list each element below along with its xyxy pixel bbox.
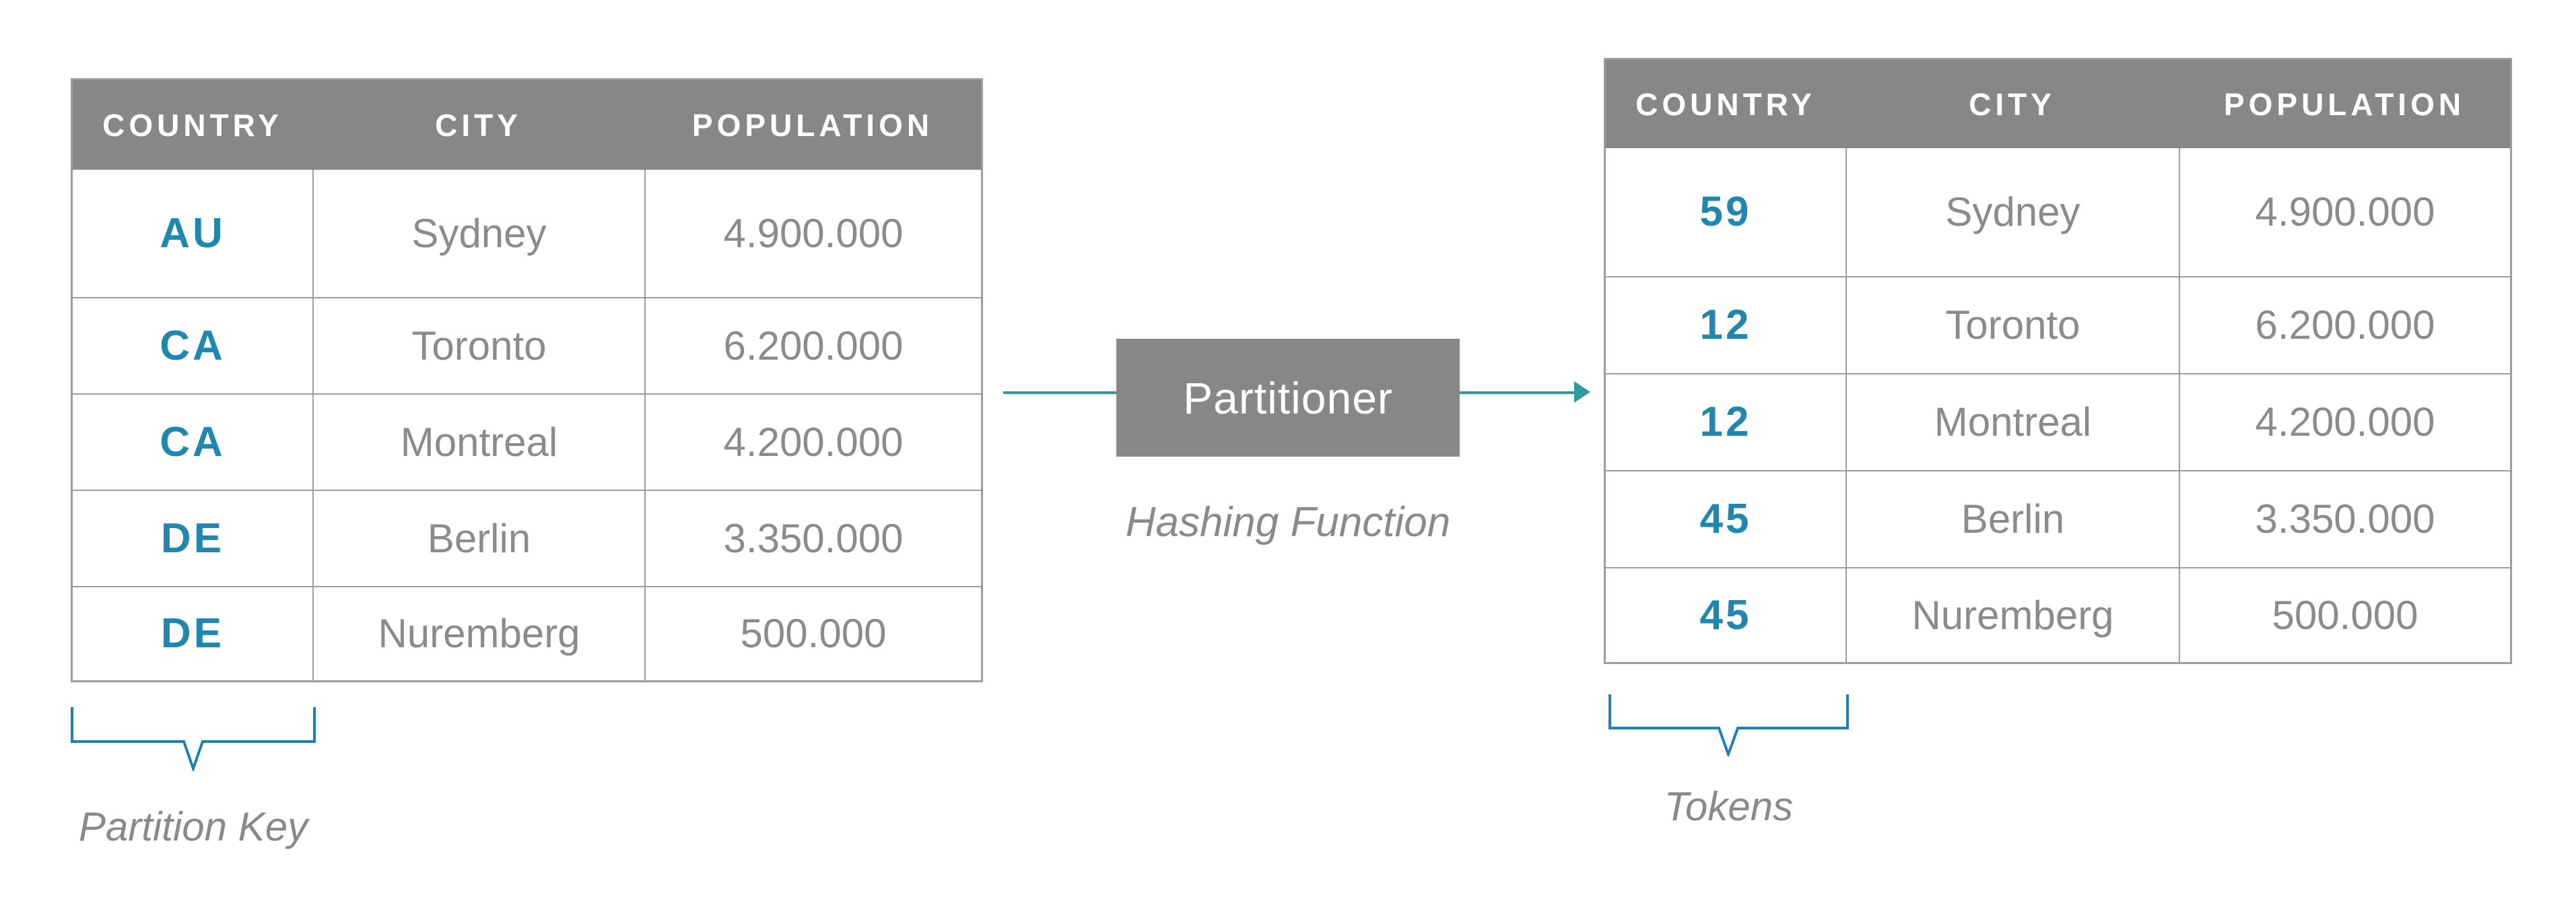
population-cell: 500.000 bbox=[2179, 567, 2510, 662]
city-cell: Montreal bbox=[1845, 373, 2179, 470]
population-cell: 4.200.000 bbox=[644, 393, 981, 490]
flow-arrow-line-left bbox=[1003, 391, 1116, 394]
city-cell: Nuremberg bbox=[312, 586, 644, 680]
token-cell: 45 bbox=[1606, 470, 1845, 567]
partitioner-box: Partitioner bbox=[1116, 339, 1460, 457]
city-cell: Berlin bbox=[1845, 470, 2179, 567]
tokenized-table: COUNTRY CITY POPULATION 59 Sydney 4.900.… bbox=[1604, 58, 2512, 664]
population-cell: 6.200.000 bbox=[2179, 276, 2510, 373]
flow-arrow-line-right bbox=[1460, 391, 1574, 394]
population-cell: 500.000 bbox=[644, 586, 981, 680]
tokens-caption: Tokens bbox=[1664, 784, 1794, 829]
source-table: COUNTRY CITY POPULATION AU Sydney 4.900.… bbox=[71, 78, 983, 682]
tokenized-table-header-city: CITY bbox=[1845, 60, 2179, 148]
partition-key-cell: DE bbox=[73, 490, 312, 586]
population-cell: 4.900.000 bbox=[644, 170, 981, 297]
city-cell: Sydney bbox=[1845, 148, 2179, 276]
source-table-header-population: POPULATION bbox=[644, 80, 981, 170]
city-cell: Toronto bbox=[312, 297, 644, 393]
token-cell: 59 bbox=[1606, 148, 1845, 276]
token-cell: 12 bbox=[1606, 276, 1845, 373]
city-cell: Berlin bbox=[312, 490, 644, 586]
source-table-header-country: COUNTRY bbox=[73, 80, 312, 170]
population-cell: 4.900.000 bbox=[2179, 148, 2510, 276]
tokenized-table-header-country: COUNTRY bbox=[1606, 60, 1845, 148]
city-cell: Sydney bbox=[312, 170, 644, 297]
population-cell: 6.200.000 bbox=[644, 297, 981, 393]
city-cell: Nuremberg bbox=[1845, 567, 2179, 662]
population-cell: 3.350.000 bbox=[644, 490, 981, 586]
tokens-bracket bbox=[1608, 694, 1849, 756]
hashing-function-caption: Hashing Function bbox=[1125, 499, 1451, 546]
arrow-head-icon bbox=[1574, 381, 1590, 403]
partition-key-cell: CA bbox=[73, 297, 312, 393]
city-cell: Montreal bbox=[312, 393, 644, 490]
partition-key-cell: CA bbox=[73, 393, 312, 490]
partition-key-cell: AU bbox=[73, 170, 312, 297]
city-cell: Toronto bbox=[1845, 276, 2179, 373]
population-cell: 4.200.000 bbox=[2179, 373, 2510, 470]
tokenized-table-header-population: POPULATION bbox=[2179, 60, 2510, 148]
population-cell: 3.350.000 bbox=[2179, 470, 2510, 567]
token-cell: 45 bbox=[1606, 567, 1845, 662]
partition-key-cell: DE bbox=[73, 586, 312, 680]
token-cell: 12 bbox=[1606, 373, 1845, 470]
partition-key-caption: Partition Key bbox=[78, 804, 308, 849]
source-table-header-city: CITY bbox=[312, 80, 644, 170]
partition-key-bracket bbox=[71, 707, 316, 771]
